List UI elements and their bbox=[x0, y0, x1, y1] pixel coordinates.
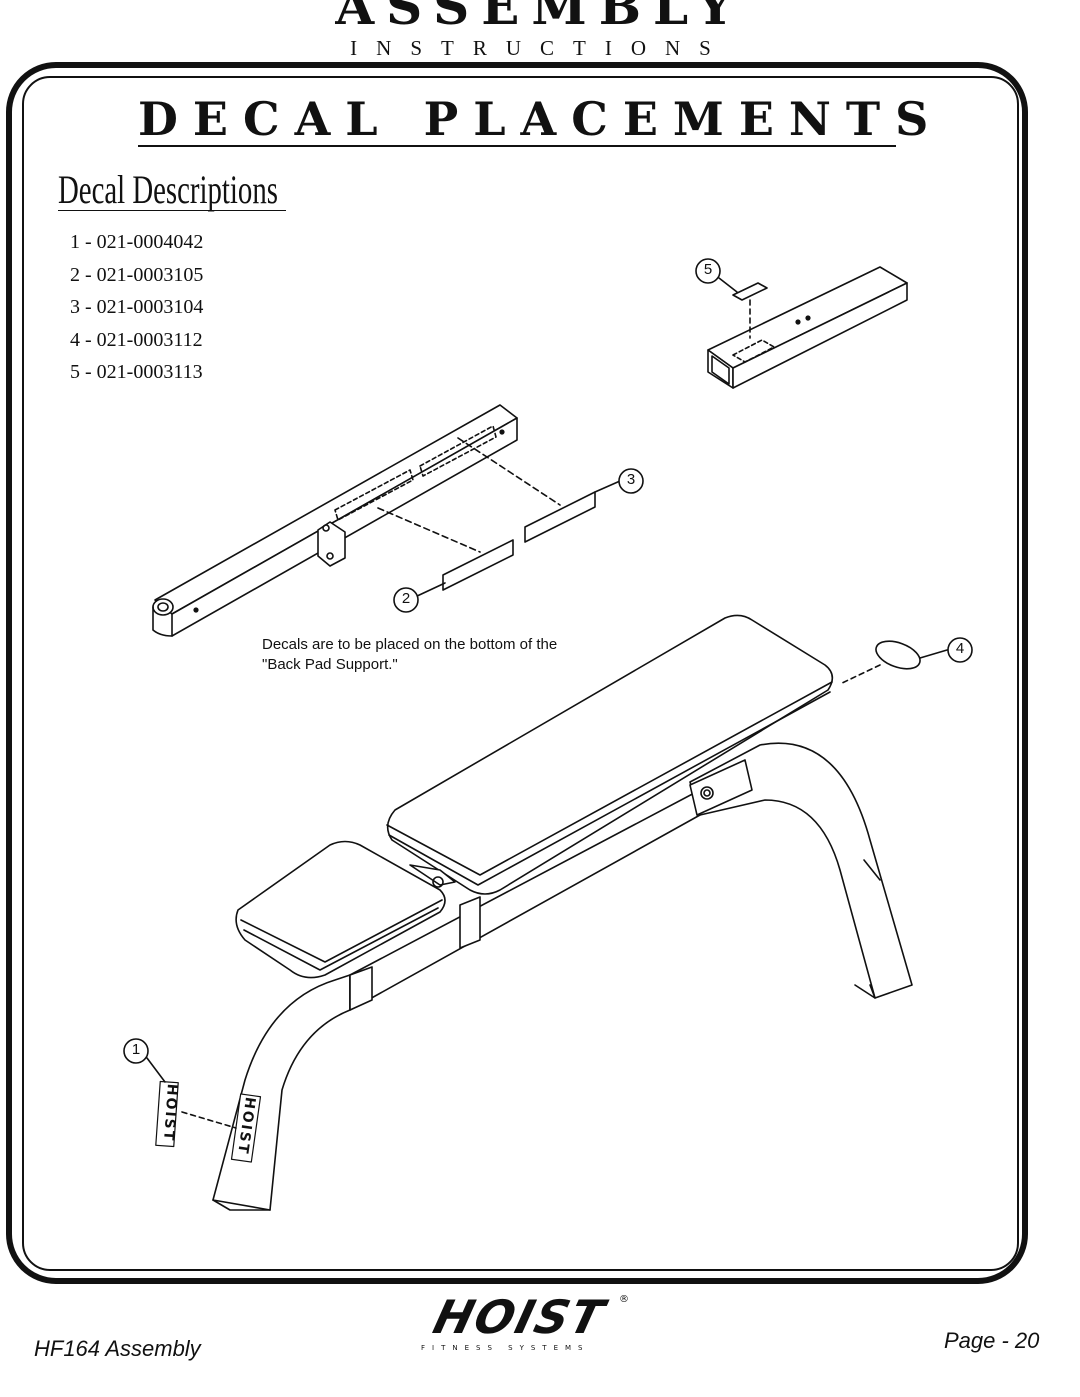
seat-pad bbox=[235, 840, 446, 979]
inner-page-frame bbox=[22, 76, 1019, 1271]
callout-1-label: 1 bbox=[131, 1041, 141, 1058]
instructions-subtitle: INSTRUCTIONS bbox=[350, 36, 730, 60]
decal-part-2: 2 - 021-0003105 bbox=[70, 263, 204, 286]
decal-1-shape bbox=[155, 1080, 179, 1148]
callout-2-circle bbox=[393, 587, 419, 613]
decal-descriptions-underline bbox=[58, 210, 286, 211]
decal-4-shape bbox=[875, 640, 921, 670]
callout-5-circle bbox=[695, 258, 721, 284]
callout-3-label: 3 bbox=[626, 471, 636, 488]
decal-part-1: 1 - 021-0004042 bbox=[70, 231, 204, 253]
callout-2-label: 2 bbox=[401, 590, 411, 607]
section-title: DECAL PLACEMENTS bbox=[138, 92, 944, 146]
callout-1-circle bbox=[123, 1038, 149, 1064]
footer-page-number: Page - 20 bbox=[944, 1328, 1040, 1353]
callout-4-circle bbox=[947, 637, 973, 663]
logo-registered: ® bbox=[619, 1294, 629, 1305]
callout-4-label: 4 bbox=[955, 640, 965, 657]
section-title-underline bbox=[138, 145, 896, 147]
back-pad bbox=[386, 614, 834, 895]
outer-page-frame bbox=[6, 62, 1028, 1284]
decal-5-shape bbox=[732, 282, 768, 301]
decal-part-4: 4 - 021-0003112 bbox=[70, 328, 203, 351]
decal-parts-list: 1 - 021-0004042 2 - 021-0003105 3 - 021-… bbox=[70, 231, 203, 394]
decal-1-on-leg bbox=[230, 1093, 262, 1163]
decal-2-shape bbox=[442, 539, 514, 591]
crossbar-tube-part bbox=[707, 266, 908, 389]
assembly-title: ASSEMBLY bbox=[335, 0, 745, 36]
decal-part-5: 5 - 021-0003113 bbox=[70, 361, 203, 383]
footer-model: HF164 Assembly bbox=[34, 1336, 201, 1361]
hoist-logo: HOIST ® FITNESS SYSTEMS bbox=[405, 1290, 685, 1370]
logo-tagline: FITNESS SYSTEMS bbox=[421, 1344, 590, 1352]
decal-descriptions-heading: Decal Descriptions bbox=[58, 167, 278, 212]
back-pad-support bbox=[152, 404, 518, 637]
decal-placement-note: Decals are to be placed on the bottom of… bbox=[262, 636, 558, 673]
callout-5-label: 5 bbox=[703, 261, 713, 278]
decal-3-shape bbox=[524, 491, 596, 543]
decal-part-3: 3 - 021-0003104 bbox=[70, 296, 204, 318]
logo-wordmark: HOIST bbox=[428, 1290, 611, 1344]
callout-3-circle bbox=[618, 468, 644, 494]
